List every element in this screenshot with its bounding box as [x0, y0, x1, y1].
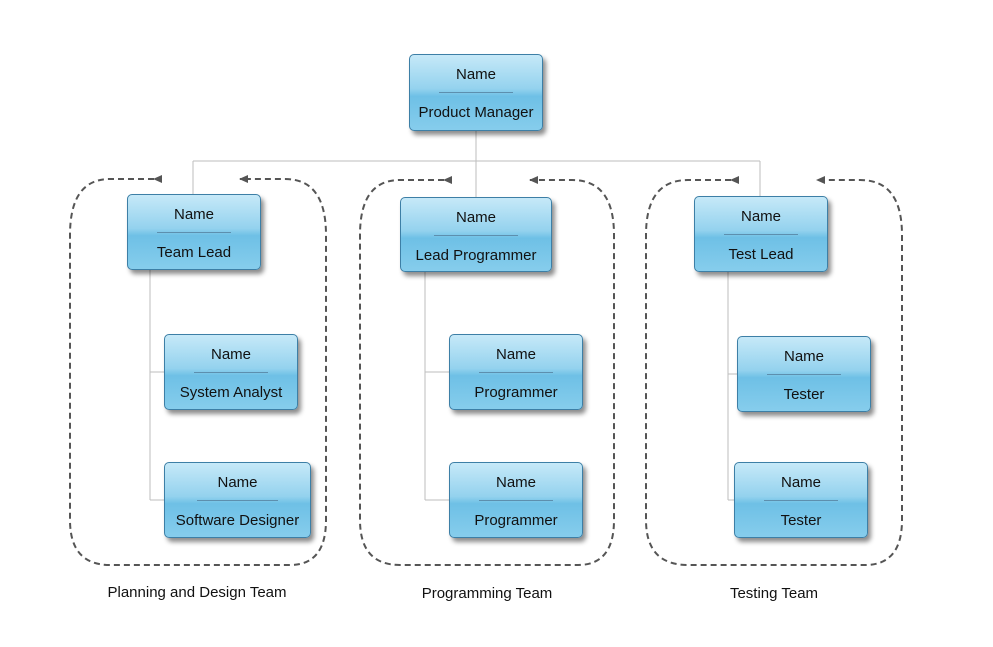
node-name: Name: [783, 348, 824, 365]
node-role: Programmer: [474, 512, 558, 529]
team-boundary-testing: [645, 176, 903, 566]
node-team-lead[interactable]: Name Team Lead: [127, 194, 261, 270]
node-programmer[interactable]: Name Programmer: [449, 334, 583, 410]
node-divider: [194, 372, 268, 373]
node-role: Tester: [780, 512, 822, 529]
node-name: Name: [173, 206, 214, 223]
node-role: Tester: [783, 386, 825, 403]
node-role: Software Designer: [175, 512, 300, 529]
node-divider: [439, 92, 513, 93]
node-tester[interactable]: Name Tester: [737, 336, 871, 412]
node-divider: [479, 372, 553, 373]
node-tester[interactable]: Name Tester: [734, 462, 868, 538]
node-role: Test Lead: [728, 246, 794, 263]
node-lead-programmer[interactable]: Name Lead Programmer: [400, 197, 552, 272]
node-divider: [434, 235, 518, 236]
node-test-lead[interactable]: Name Test Lead: [694, 196, 828, 272]
node-role: Programmer: [474, 384, 558, 401]
team-label-programming: Programming Team: [421, 585, 553, 602]
node-divider: [767, 374, 841, 375]
node-name: Name: [217, 474, 258, 491]
node-name: Name: [740, 208, 781, 225]
node-product-manager[interactable]: Name Product Manager: [409, 54, 543, 131]
node-software-designer[interactable]: Name Software Designer: [164, 462, 311, 538]
node-system-analyst[interactable]: Name System Analyst: [164, 334, 298, 410]
node-divider: [157, 232, 231, 233]
node-role: Team Lead: [156, 244, 232, 261]
node-divider: [479, 500, 553, 501]
node-programmer[interactable]: Name Programmer: [449, 462, 583, 538]
node-name: Name: [495, 346, 536, 363]
node-name: Name: [455, 66, 496, 83]
node-role: Lead Programmer: [415, 247, 537, 264]
node-divider: [197, 500, 278, 501]
node-name: Name: [495, 474, 536, 491]
node-name: Name: [780, 474, 821, 491]
node-name: Name: [455, 209, 496, 226]
team-boundary-programming: [359, 176, 615, 566]
node-name: Name: [210, 346, 251, 363]
team-label-testing: Testing Team: [729, 585, 819, 602]
node-divider: [724, 234, 798, 235]
node-role: System Analyst: [179, 384, 283, 401]
node-divider: [764, 500, 838, 501]
node-role: Product Manager: [418, 104, 534, 121]
team-label-planning: Planning and Design Team: [107, 584, 287, 601]
